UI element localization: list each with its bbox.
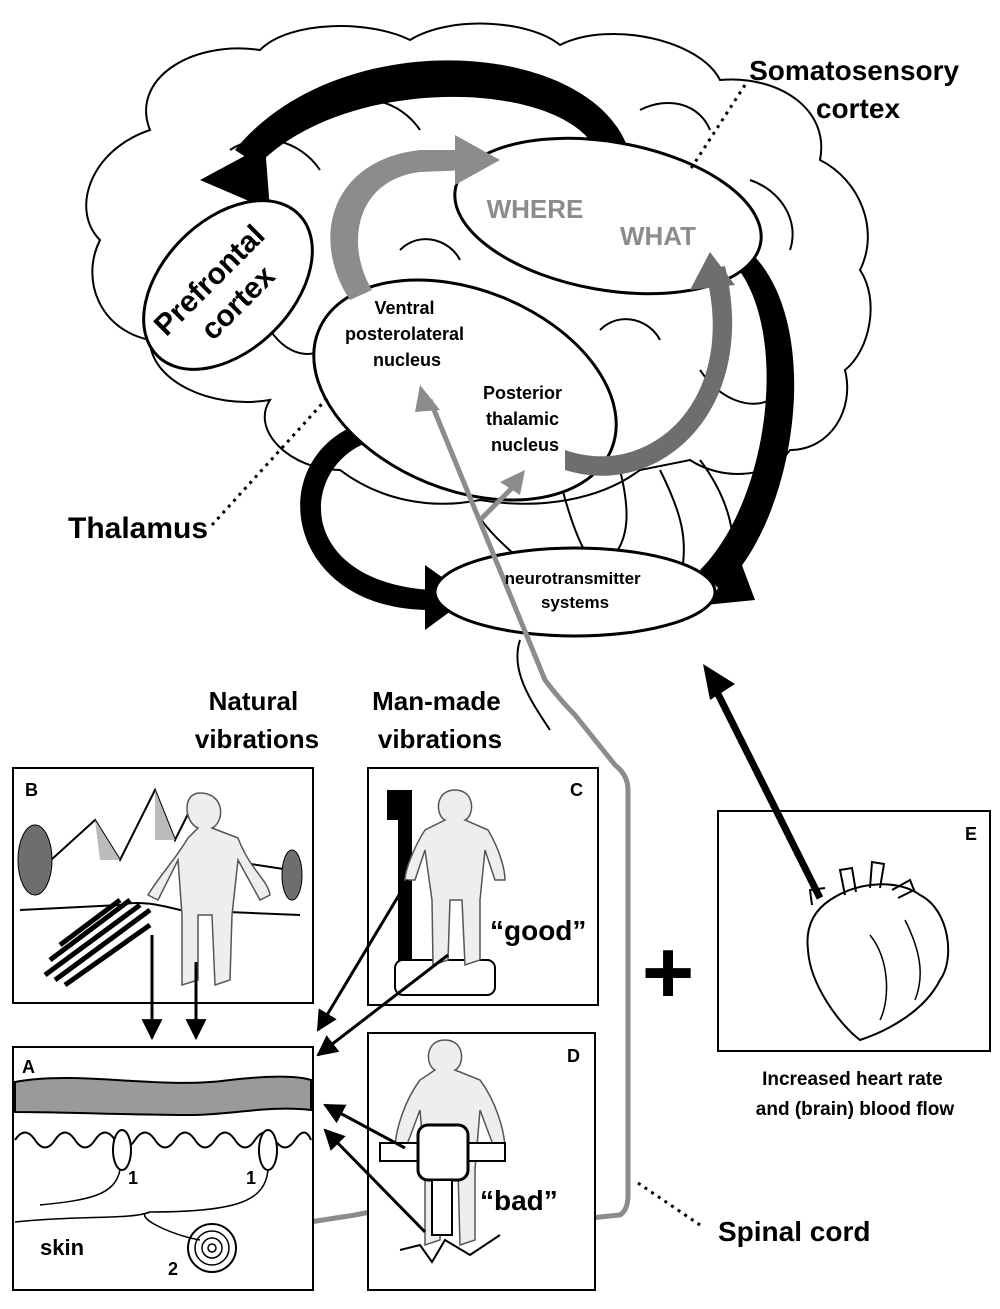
tree-left [17,824,53,896]
heart-caption: Increased heart rate and (brain) blood f… [756,1069,955,1120]
heart-icon [806,883,950,1042]
posterior-thalamic-label: Posterior thalamic nucleus [483,383,567,455]
vibration-platform-base [394,959,496,996]
pacinian-core [207,1243,217,1253]
natural-vibrations-label: Natural vibrations [195,686,319,754]
tree-right [281,849,303,901]
heart-to-brain-arrow [706,676,824,900]
thalamus-label: Thalamus [68,512,208,545]
spinal-arrowhead-vpl [415,385,440,412]
skin-epidermis-band [14,1075,312,1117]
spinal-arrowhead-pt [500,470,525,495]
prefrontal-cortex-ellipse [142,199,314,371]
heart-vessels [808,860,916,906]
ground-crack [399,1234,501,1264]
heart-detail [869,919,921,1021]
jackhammer-body [416,1123,470,1182]
mountain-shade [95,820,120,860]
dotted-leader-lines [210,84,747,1227]
heart-arrowhead [703,664,735,700]
panel-c-letter: C [570,780,583,800]
pacinian-layer [201,1237,223,1259]
somatosensory-cortex-ellipse [453,136,763,296]
neurotransmitter-ellipse [433,546,717,638]
person-figure [146,792,271,987]
receptor-label-1-right: 1 [246,1168,256,1188]
panel-e-letter: E [965,824,977,844]
receptor-1-left [112,1129,132,1171]
stimulus-arrows [141,879,449,1234]
person-figure [404,789,506,967]
panel-d-letter: D [567,1046,580,1066]
jackhammer-shaft [431,1179,453,1236]
manmade-vibrations-label: Man-made vibrations [372,686,508,754]
vpl-label: Ventral posterolateral nucleus [345,298,469,370]
vibration-scribble [43,898,152,988]
panel-e-heart: E Increased heart rate and (brain) blood… [717,810,991,1120]
where-label: WHERE [487,194,584,224]
mountain-shade-2 [155,790,175,840]
plus-sign: + [642,923,695,1023]
vibration-platform-console [387,790,412,820]
what-label: WHAT [620,221,696,251]
nerve-fibers [14,1169,269,1241]
gray-thalamocortical-arrows [330,135,735,476]
panel-a-letter: A [22,1057,35,1077]
pacinian-layer [194,1230,230,1266]
bad-label: “bad” [480,1185,558,1216]
receptor-label-1-left: 1 [128,1168,138,1188]
skin-label: skin [40,1235,84,1260]
panel-a-skin: A 1 1 2 skin [12,1046,314,1291]
thalamus-ellipse [312,278,618,502]
spinal-cord-label: Spinal cord [718,1216,870,1247]
panel-b-natural: B [12,767,314,1004]
panel-d-bad: D “bad” [367,1032,596,1291]
neurotransmitter-label: neurotransmitter systems [505,569,646,612]
panel-c-good: C “good” [367,767,599,1006]
somatosensory-label: Somatosensory cortex [749,55,967,124]
panel-b-letter: B [25,780,38,800]
good-label: “good” [490,915,586,946]
pacinian-corpuscle [187,1223,237,1273]
receptor-label-2: 2 [168,1259,178,1279]
receptor-1-right [258,1129,278,1171]
